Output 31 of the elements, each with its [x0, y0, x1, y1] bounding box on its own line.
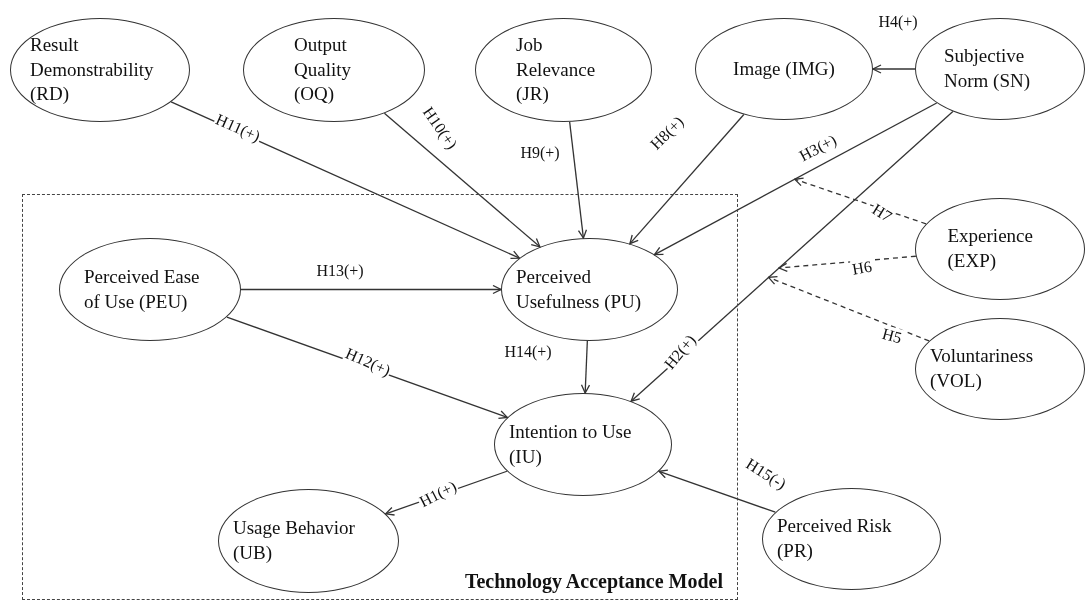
- edge-label: H9(+): [519, 144, 561, 162]
- dashed-arrow: [794, 177, 927, 225]
- dashed-arrow: [767, 276, 930, 342]
- arrow: [630, 110, 954, 402]
- edge-label: H13(+): [315, 262, 365, 280]
- construct-label: Result Demonstrability (RD): [30, 32, 155, 107]
- arrow: [240, 284, 502, 295]
- arrow: [872, 64, 916, 74]
- arrow: [580, 340, 591, 394]
- arrow: [383, 112, 541, 248]
- construct-label: Job Relevance (JR): [516, 32, 597, 107]
- construct-label: Experience (EXP): [947, 224, 1034, 273]
- dashed-arrow: [778, 255, 917, 272]
- construct-label: Image (IMG): [733, 56, 835, 81]
- construct-label: Perceived Ease of Use (PEU): [84, 264, 201, 314]
- edge-label: H14(+): [503, 343, 553, 361]
- construct-label: Output Quality (OQ): [294, 32, 352, 107]
- construct-label: Perceived Risk (PR): [777, 514, 893, 563]
- arrow: [629, 113, 745, 245]
- arrow: [658, 469, 776, 513]
- construct-label: Voluntariness (VOL): [930, 344, 1035, 393]
- arrow: [569, 121, 588, 239]
- boundary-title: Technology Acceptance Model: [464, 570, 723, 593]
- construct-label: Intention to Use (IU): [509, 419, 633, 469]
- construct-ellipse: [494, 393, 672, 496]
- edge-label: H4(+): [877, 13, 919, 31]
- construct-label: Usage Behavior (UB): [233, 516, 356, 565]
- arrow: [653, 102, 938, 256]
- construct-label: Perceived Usefulness (PU): [516, 264, 643, 314]
- construct-ellipse: [59, 238, 241, 341]
- construct-label: Subjective Norm (SN): [944, 44, 1032, 93]
